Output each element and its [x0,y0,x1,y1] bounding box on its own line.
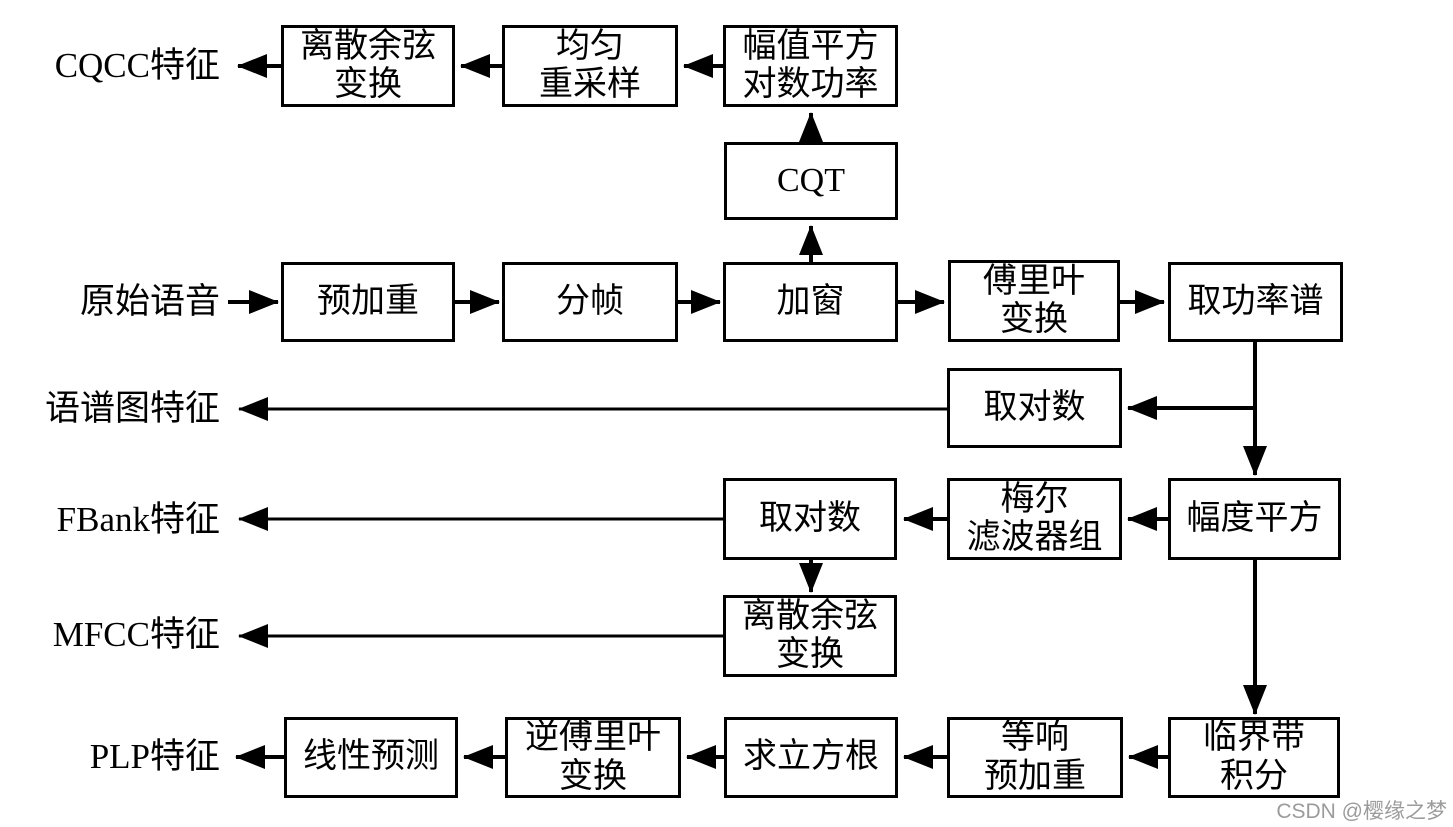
csdn-watermark: CSDN @樱缘之梦 [1276,800,1447,823]
node-preemph: 预加重 [281,262,455,342]
node-powspec: 取功率谱 [1168,262,1343,342]
node-equal-loudness-preemph: 等响 预加重 [947,717,1123,798]
label-mfcc-feature: MFCC特征 [52,615,220,654]
node-log-spectrogram: 取对数 [947,368,1122,448]
node-framing: 分帧 [502,262,678,342]
label-spectrogram-feature: 语谱图特征 [44,389,220,428]
label-plp-feature: PLP特征 [89,737,220,776]
label-fbank-feature: FBank特征 [56,500,220,539]
node-magnitude-square: 幅度平方 [1168,478,1341,560]
node-window: 加窗 [723,262,898,342]
label-raw-speech: 原始语音 [79,282,220,321]
node-fft: 傅里叶 变换 [948,260,1120,342]
node-dct-mfcc: 离散余弦 变换 [723,595,897,677]
node-cube-root: 求立方根 [724,717,898,798]
node-dct-cqcc: 离散余弦 变换 [281,25,455,107]
node-log-fbank: 取对数 [723,478,897,560]
node-mel-filterbank: 梅尔 滤波器组 [947,478,1122,560]
node-critical-band-integration: 临界带 积分 [1168,717,1340,798]
node-logpow: 幅值平方 对数功率 [723,25,898,107]
node-cqt: CQT [724,142,898,220]
node-inverse-fft: 逆傅里叶 变换 [505,717,681,798]
label-cqcc-feature: CQCC特征 [54,46,220,85]
node-linear-prediction: 线性预测 [284,717,458,798]
node-resample: 均匀 重采样 [502,25,678,107]
